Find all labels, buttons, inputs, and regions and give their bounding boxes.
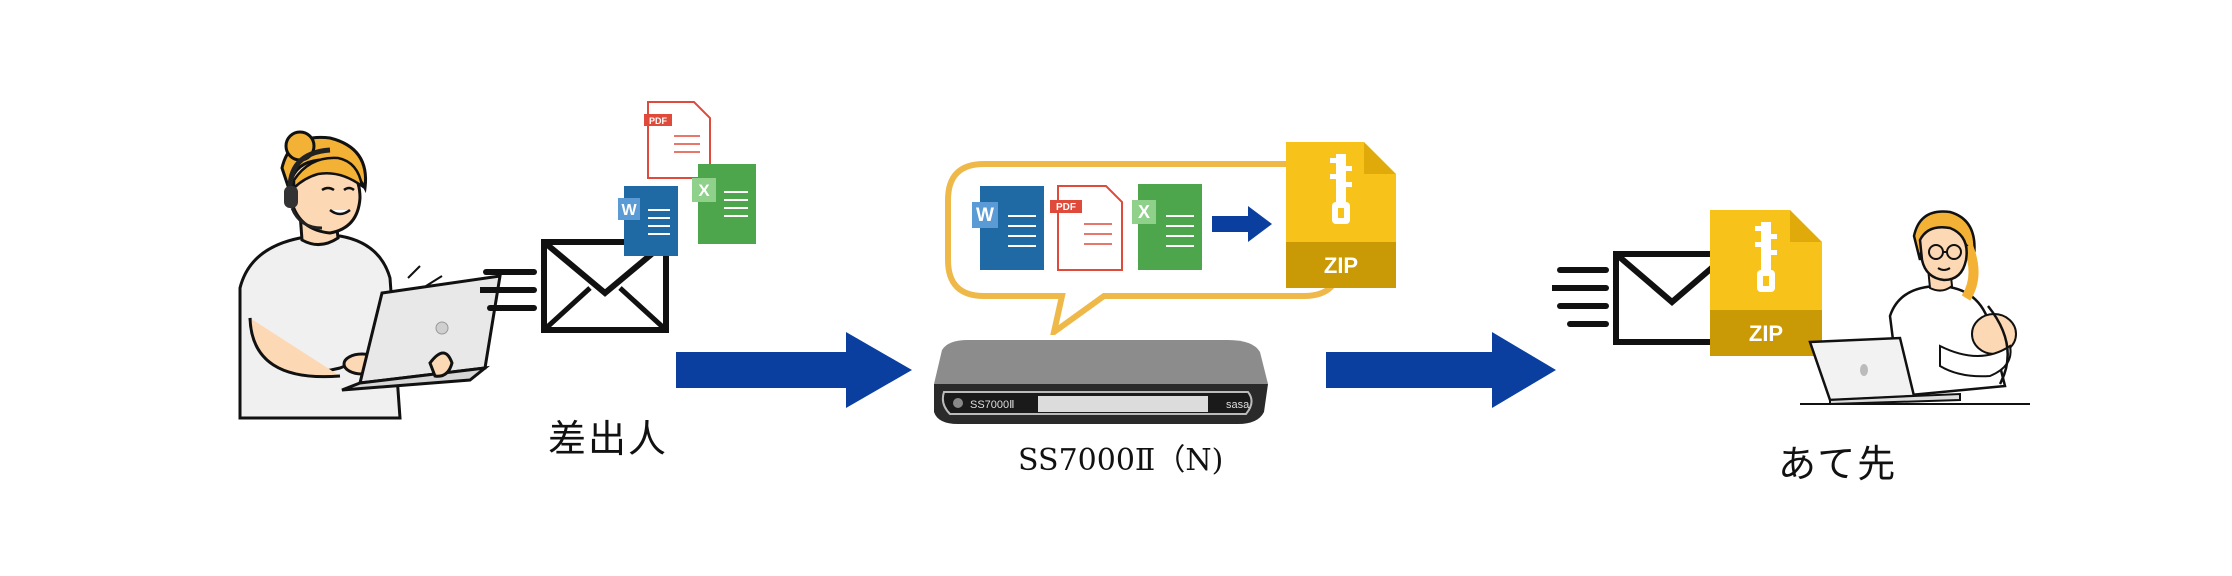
arrow-sender-to-device bbox=[676, 332, 912, 408]
recipient-zip-file-icon: ZIP bbox=[1710, 210, 1822, 356]
recipient-zip-label: ZIP bbox=[1749, 321, 1783, 346]
pdf-label: PDF bbox=[649, 116, 668, 126]
recipient-label: あて先 bbox=[1778, 442, 1898, 486]
pdf-file-icon: PDF bbox=[644, 101, 711, 179]
bubble-pdf-file-icon: PDF bbox=[1050, 185, 1123, 271]
device-label: SS7000Ⅱ（N) bbox=[1018, 443, 1224, 478]
recipient-envelope-icon bbox=[1552, 251, 1731, 345]
bubble-excel-file-icon: X bbox=[1132, 184, 1202, 270]
sender-label: 差出人 bbox=[548, 417, 669, 461]
zip-label: ZIP bbox=[1324, 253, 1358, 278]
sender-envelope-icon bbox=[480, 239, 669, 333]
word-file-icon: W bbox=[618, 186, 678, 256]
device-front-model: SS7000Ⅱ bbox=[970, 399, 1015, 411]
excel-label: X bbox=[698, 181, 710, 200]
excel-file-icon: X bbox=[692, 164, 756, 244]
bubble-word-file-icon: W bbox=[972, 186, 1044, 270]
bubble-excel-label: X bbox=[1138, 202, 1150, 222]
bubble-convert-arrow bbox=[1212, 206, 1272, 242]
zip-file-icon: ZIP bbox=[1286, 142, 1396, 288]
device-front-brand: sasa bbox=[1226, 399, 1250, 411]
recipient-person-illustration bbox=[1800, 210, 2030, 406]
arrow-device-to-recipient bbox=[1326, 332, 1556, 408]
sender-person-illustration bbox=[238, 130, 502, 420]
bubble-pdf-label: PDF bbox=[1056, 202, 1076, 213]
ss7000-device-illustration: SS7000Ⅱ sasa bbox=[934, 340, 1268, 424]
bubble-word-label: W bbox=[976, 205, 994, 226]
word-label: W bbox=[621, 202, 637, 219]
